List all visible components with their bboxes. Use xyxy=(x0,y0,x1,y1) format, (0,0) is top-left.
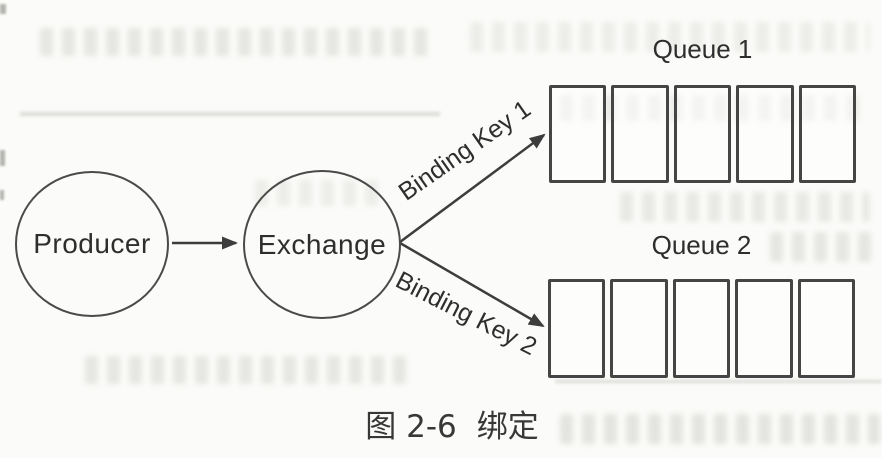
queue-1 xyxy=(549,85,857,183)
queue-slot xyxy=(673,85,732,183)
queue-slot xyxy=(797,279,856,378)
exchange-node: Exchange xyxy=(243,170,401,319)
queue-slot xyxy=(548,279,606,378)
producer-node: Producer xyxy=(15,171,169,317)
queue-slot xyxy=(672,279,731,378)
queue-slot xyxy=(735,279,793,378)
queue-slot xyxy=(549,85,607,183)
queue-slot xyxy=(611,85,669,183)
queue-2 xyxy=(548,279,856,378)
queue-slot xyxy=(610,279,668,378)
queue-slot xyxy=(736,85,794,183)
figure-title: 绑定 xyxy=(476,409,539,445)
binding-key-2-arrow xyxy=(399,241,545,328)
queue-slot xyxy=(798,85,857,183)
queue-2-label: Queue 2 xyxy=(651,230,752,260)
figure-caption: 图 2-6 绑定 xyxy=(365,401,539,446)
producer-label: Producer xyxy=(33,228,151,259)
exchange-label: Exchange xyxy=(257,228,387,260)
queue-1-label: Queue 1 xyxy=(652,34,753,64)
figure-number: 图 2-6 xyxy=(365,409,457,445)
binding-key-1-arrow xyxy=(399,133,546,244)
